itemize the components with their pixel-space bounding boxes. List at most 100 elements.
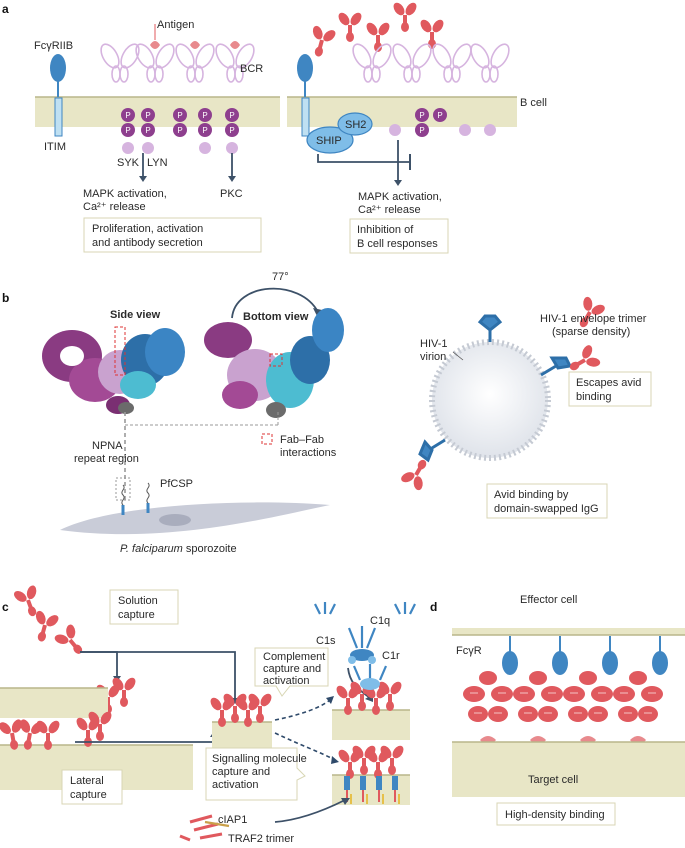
arrow-traf2 bbox=[274, 799, 346, 823]
lateral-capture-box bbox=[61, 769, 123, 805]
effector-cell-membrane bbox=[452, 582, 685, 637]
panel-label-d: d bbox=[430, 600, 437, 614]
itim-label: ITIM bbox=[44, 141, 66, 153]
phospho-itams-right bbox=[389, 108, 496, 137]
traf2-label: TRAF2 trimer bbox=[228, 833, 294, 845]
free-igg-solution bbox=[10, 581, 92, 662]
fabfab-legend-marker bbox=[261, 433, 273, 445]
solution-line1: Solution bbox=[118, 595, 158, 607]
signalling-line1: Signalling molecule bbox=[212, 753, 307, 765]
outcome-box-left bbox=[83, 217, 262, 253]
inhibition-line bbox=[317, 154, 410, 163]
virion-label-line1: HIV-1 bbox=[420, 338, 448, 350]
complement-box bbox=[254, 647, 329, 697]
svg-text:P: P bbox=[125, 111, 130, 120]
traf2-ciap1 bbox=[179, 814, 230, 842]
solution-line2: capture bbox=[118, 609, 155, 621]
bcr-cluster-right bbox=[348, 40, 514, 83]
svg-text:P: P bbox=[145, 111, 150, 120]
sporozoite-label: P. falciparum sporozoite bbox=[120, 543, 237, 555]
phospho-labels-left: P P P P P P P P P P bbox=[125, 111, 234, 135]
igg-avid-binding bbox=[396, 453, 437, 495]
avid-box bbox=[486, 483, 608, 519]
fcgr-label-d: FcγR bbox=[456, 645, 482, 657]
svg-text:P: P bbox=[202, 111, 207, 120]
immune-complex-igg bbox=[304, 0, 446, 60]
complement-line3: activation bbox=[263, 675, 309, 687]
npna-label-line2: repeat region bbox=[74, 453, 139, 465]
trimer-label-line1: HIV-1 envelope trimer bbox=[540, 313, 647, 325]
fcgr-receptors-d bbox=[502, 636, 668, 675]
virion-label-line2: virion bbox=[420, 351, 446, 363]
solution-capture-box bbox=[109, 589, 179, 625]
signalling-line2: capture and bbox=[212, 766, 270, 778]
mapk-left-line2: Ca²⁺ release bbox=[83, 201, 146, 213]
svg-text:P: P bbox=[419, 111, 424, 120]
c1-complex-free bbox=[314, 602, 416, 664]
bcr-label: BCR bbox=[240, 63, 263, 75]
side-view-label: Side view bbox=[110, 309, 161, 321]
fcgr-iib-receptor bbox=[50, 54, 66, 137]
escapes-line1: Escapes avid bbox=[576, 377, 641, 389]
escapes-box bbox=[568, 371, 652, 407]
fabfab-label-line2: interactions bbox=[280, 447, 337, 459]
ciap1-label: cIAP1 bbox=[218, 814, 247, 826]
ship-sh2-complex bbox=[306, 112, 373, 154]
effector-cell-label: Effector cell bbox=[520, 594, 577, 606]
svg-text:P: P bbox=[177, 111, 182, 120]
mapk-left-line1: MAPK activation, bbox=[83, 188, 167, 200]
antigen-shapes-left bbox=[150, 41, 240, 49]
env-trimers bbox=[418, 314, 573, 463]
outcome-right-line1: Inhibition of bbox=[357, 224, 414, 236]
side-fabfab-marker bbox=[114, 326, 126, 376]
panel-label-c: c bbox=[2, 600, 9, 614]
mapk-right-line2: Ca²⁺ release bbox=[358, 204, 421, 216]
syk-label: SYK bbox=[117, 157, 140, 169]
target-cell-membrane bbox=[452, 741, 685, 797]
membrane-c-complement bbox=[332, 709, 410, 740]
sporozoite-cell bbox=[60, 502, 330, 535]
c1r-label: C1r bbox=[382, 650, 400, 662]
fabfab-label-line1: Fab–Fab bbox=[280, 434, 324, 446]
mapk-right-line1: MAPK activation, bbox=[358, 191, 442, 203]
svg-text:P: P bbox=[437, 111, 442, 120]
lateral-line2: capture bbox=[70, 789, 107, 801]
bottom-view-label: Bottom view bbox=[243, 311, 309, 323]
npna-label-line1: NPNA bbox=[92, 440, 123, 452]
svg-text:P: P bbox=[229, 126, 234, 135]
phospho-itams-left bbox=[121, 108, 239, 154]
signalling-receptors bbox=[336, 743, 406, 804]
svg-text:P: P bbox=[229, 111, 234, 120]
bcell-label: B cell bbox=[520, 97, 547, 109]
c1-bound-hexamer bbox=[334, 664, 404, 715]
svg-text:P: P bbox=[177, 126, 182, 135]
high-density-box bbox=[496, 802, 616, 826]
high-density-label: High-density binding bbox=[505, 809, 605, 821]
panel-label-b: b bbox=[2, 291, 9, 305]
outcome-right-line2: B cell responses bbox=[357, 238, 438, 250]
side-view-structure bbox=[42, 328, 185, 414]
lateral-line1: Lateral bbox=[70, 775, 104, 787]
escapes-line2: binding bbox=[576, 391, 611, 403]
svg-text:P: P bbox=[125, 126, 130, 135]
pkc-label: PKC bbox=[220, 188, 243, 200]
lyn-label: LYN bbox=[147, 157, 168, 169]
arrow-lateral bbox=[75, 735, 215, 743]
fcgr-iib-label: FcγRIIB bbox=[34, 40, 73, 52]
domain-swapped-igg-d bbox=[462, 670, 664, 723]
svg-text:P: P bbox=[419, 126, 424, 135]
signalling-line3: activation bbox=[212, 779, 258, 791]
pfcsp-proteins bbox=[115, 477, 150, 515]
hiv-virion bbox=[429, 339, 551, 461]
fcgr-iib-engaged bbox=[297, 54, 313, 137]
trimer-label-line2: (sparse density) bbox=[552, 326, 630, 338]
dashed-arrow-signalling bbox=[274, 732, 336, 761]
c1s-label: C1s bbox=[316, 635, 336, 647]
dashed-arrow-complement bbox=[274, 699, 331, 721]
panel-a-left-membrane bbox=[35, 96, 280, 127]
rotation-arrow bbox=[231, 287, 319, 319]
bottom-fabfab-marker bbox=[269, 353, 283, 367]
svg-text:P: P bbox=[202, 126, 207, 135]
rotation-angle: 77° bbox=[272, 271, 289, 283]
ship-label: SHIP bbox=[316, 135, 342, 147]
